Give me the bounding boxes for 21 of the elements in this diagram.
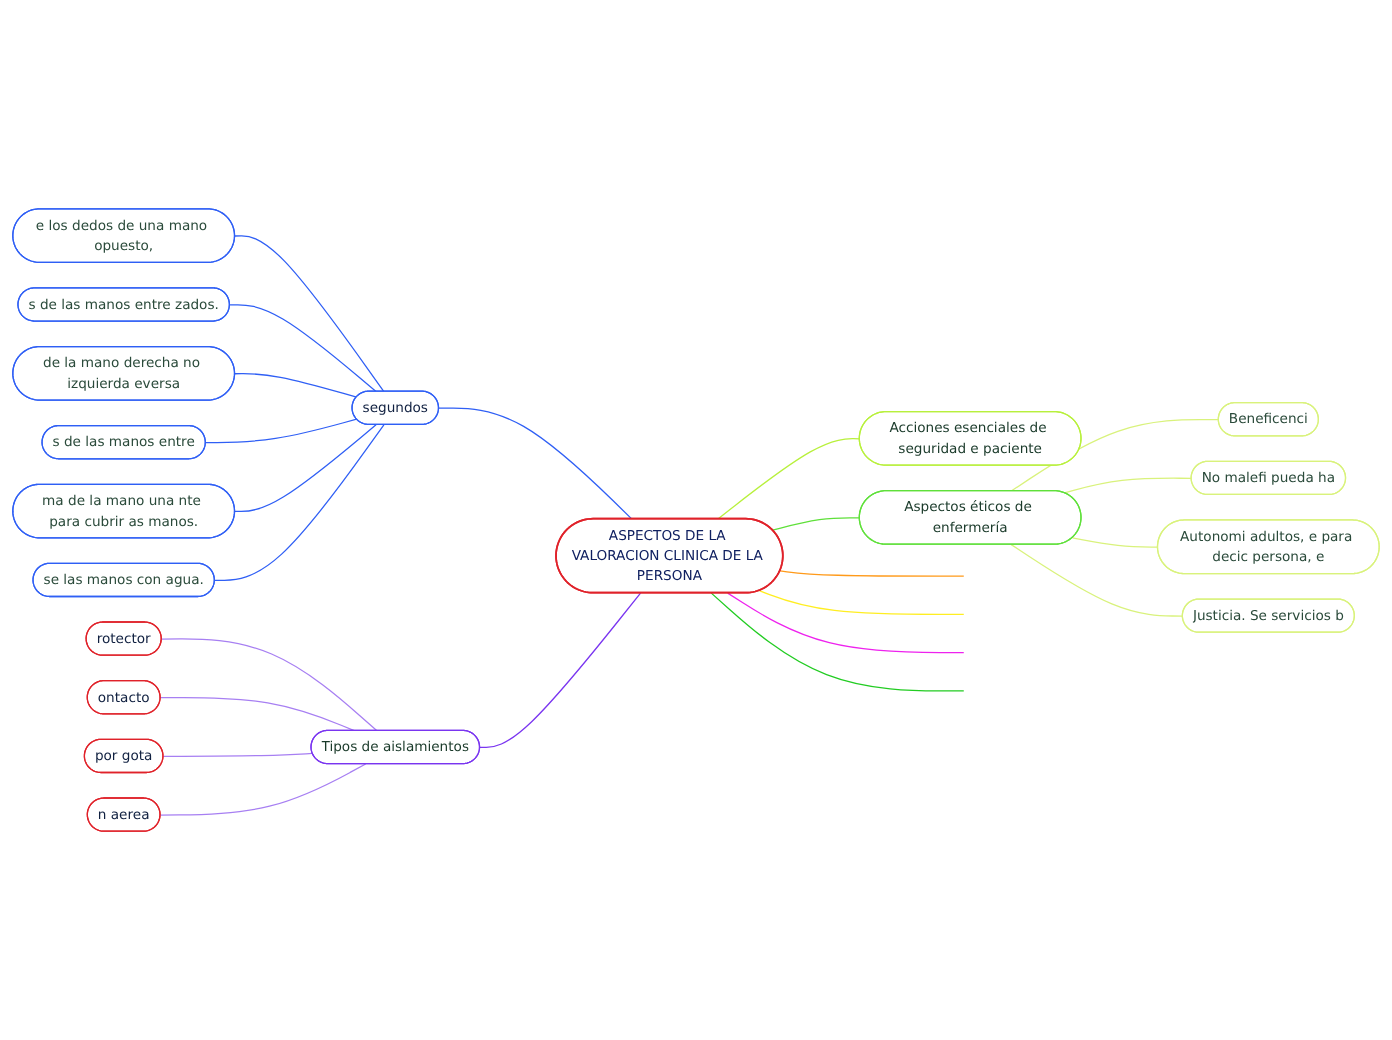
connector <box>234 373 358 398</box>
connector <box>1010 544 1184 617</box>
connector <box>438 407 633 520</box>
connector <box>234 424 377 513</box>
connector <box>479 592 642 749</box>
connector <box>779 570 965 577</box>
connector <box>214 424 385 581</box>
connector <box>161 638 378 732</box>
connector <box>159 763 367 816</box>
connector <box>162 752 314 757</box>
connector <box>205 418 358 444</box>
connector <box>758 590 965 615</box>
connector <box>1063 477 1193 494</box>
connector <box>717 438 861 520</box>
connector <box>229 304 377 393</box>
connector <box>727 592 965 654</box>
connector <box>710 592 965 692</box>
connector <box>771 517 861 531</box>
connector <box>159 696 356 732</box>
connector <box>1071 537 1159 548</box>
connector <box>234 235 385 393</box>
